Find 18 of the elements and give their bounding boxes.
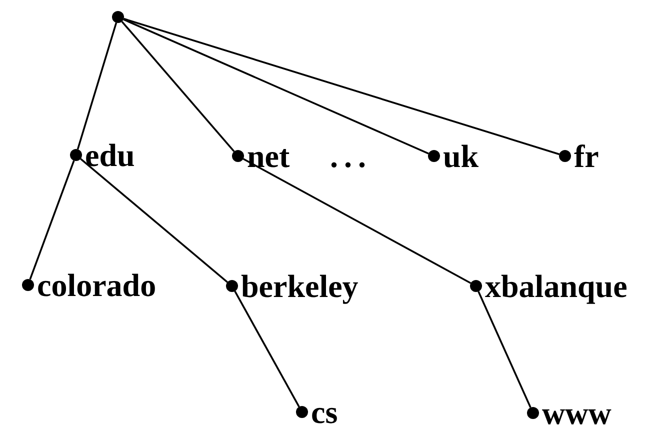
domain-label: colorado <box>37 270 156 300</box>
ellipsis-text: ... <box>330 141 372 171</box>
domain-label: fr <box>574 141 599 171</box>
domain-label: edu <box>85 140 135 170</box>
connector-line <box>123 18 560 156</box>
domain-label: cs <box>311 397 338 427</box>
connector-line <box>234 290 300 408</box>
root-dot <box>112 11 124 23</box>
connector-line <box>123 18 429 154</box>
connector-line <box>80 158 228 283</box>
connector-line <box>76 22 118 150</box>
connector-line <box>121 20 235 152</box>
domain-label: uk <box>443 141 479 171</box>
connector-line <box>242 158 472 284</box>
connector-line <box>478 291 532 408</box>
domain-label: www <box>542 398 612 428</box>
connector-line <box>29 160 75 280</box>
domain-label: net <box>247 141 290 171</box>
